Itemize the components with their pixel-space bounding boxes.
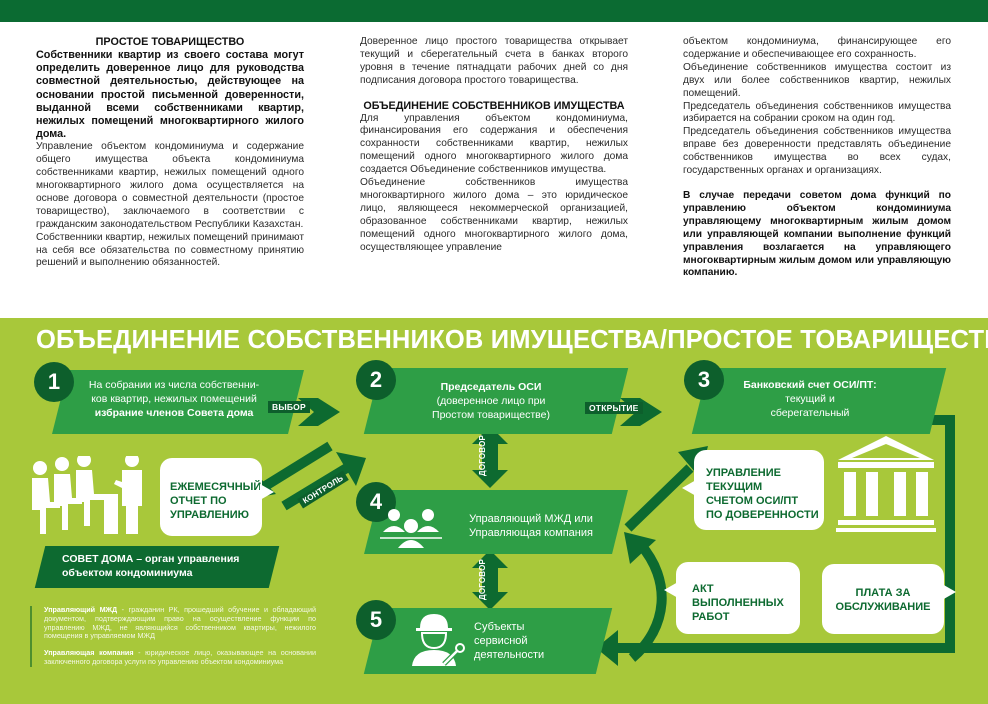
heading-owners-association: ОБЪЕДИНЕНИЕ СОБСТВЕННИКОВ ИМУЩЕСТВА bbox=[363, 99, 625, 112]
bubble-work-act: АКТ ВЫПОЛНЕННЫХ РАБОТ bbox=[664, 562, 800, 634]
paragraph: Председатель объединения собственников и… bbox=[683, 100, 951, 125]
paragraph: Доверенное лицо простого товарищества от… bbox=[360, 36, 628, 86]
column-owners-association: Доверенное лицо простого товарищества от… bbox=[360, 36, 628, 255]
step-1-text: На собрании из числа собственни- ков ква… bbox=[88, 379, 260, 419]
managers-group-icon bbox=[380, 509, 442, 548]
column-simple-partnership: ПРОСТОЕ ТОВАРИЩЕСТВО Собственники кварти… bbox=[36, 36, 304, 270]
paragraph: Председатель объединения собственников и… bbox=[683, 126, 951, 177]
service-worker-icon bbox=[412, 614, 465, 666]
bold-note: В случае передачи советом дома функций п… bbox=[683, 189, 951, 279]
diagram-panel: ОБЪЕДИНЕНИЕ СОБСТВЕННИКОВ ИМУЩЕСТВА/ПРОС… bbox=[0, 318, 988, 704]
step-4-number: 4 bbox=[356, 482, 396, 522]
step-5-text: Субъекты сервисной деятельности bbox=[474, 621, 545, 661]
council-meeting-icon bbox=[32, 456, 142, 534]
step-4-text: Управляющий МЖД или Управляющая компания bbox=[469, 513, 593, 539]
arrow-dogovor-2-icon bbox=[472, 550, 508, 610]
bubble-monthly-report: ЕЖЕМЕСЯЧНЫЙ ОТЧЕТ ПО УПРАВЛЕНИЮ bbox=[160, 458, 274, 536]
label-vybor: ВЫБОР bbox=[268, 401, 310, 413]
paragraph: Управление объектом кондоминиума и содер… bbox=[36, 141, 304, 230]
lead-paragraph: Собственники квартир из своего состава м… bbox=[36, 48, 304, 141]
step-3-number: 3 bbox=[684, 360, 724, 400]
step-3-text: Банковский счет ОСИ/ПТ: текущий и сберег… bbox=[743, 379, 877, 419]
step-1-number: 1 bbox=[34, 362, 74, 402]
paragraph: Объединение собственников имущества мног… bbox=[360, 177, 628, 253]
label-otkrytie: ОТКРЫТИЕ bbox=[585, 402, 643, 414]
bubble-service-payment: ПЛАТА ЗА ОБСЛУЖИВАНИЕ bbox=[822, 564, 956, 634]
definitions-block: Управляющий МЖД - гражданин РК, прошедши… bbox=[30, 605, 316, 667]
paragraph: Собственники квартир, нежилых помещений … bbox=[36, 231, 304, 269]
bank-building-icon bbox=[836, 436, 936, 532]
bubble-account-management: УПРАВЛЕНИЕ ТЕКУЩИМ СЧЕТОМ ОСИ/ПТ ПО ДОВЕ… bbox=[682, 450, 824, 530]
arrow-dogovor-1-icon bbox=[472, 426, 508, 488]
paragraph: Объединение собственников имущества сост… bbox=[683, 61, 951, 99]
label-dogovor-2: ДОГОВОР bbox=[478, 558, 488, 601]
header-bar bbox=[0, 0, 988, 22]
step-2-number: 2 bbox=[356, 360, 396, 400]
column-association-continued: объектом кондоминиума, финансирующее его… bbox=[683, 36, 951, 280]
definition-company: Управляющая компания - юридическое лицо,… bbox=[44, 648, 316, 666]
heading-simple-partnership: ПРОСТОЕ ТОВАРИЩЕСТВО bbox=[95, 36, 245, 48]
paragraph: Для управления объектом кондоминиума, фи… bbox=[360, 112, 628, 176]
step-5-number: 5 bbox=[356, 600, 396, 640]
council-text: СОВЕТ ДОМА – орган управления объектом к… bbox=[62, 553, 240, 579]
step-2-text: Председатель ОСИ (доверенное лицо при Пр… bbox=[432, 381, 550, 421]
paragraph: объектом кондоминиума, финансирующее его… bbox=[683, 36, 951, 60]
arrow-act-curve-icon bbox=[624, 532, 667, 662]
definition-manager: Управляющий МЖД - гражданин РК, прошедши… bbox=[44, 605, 316, 641]
label-dogovor-1: ДОГОВОР bbox=[478, 434, 488, 477]
diagram-title: ОБЪЕДИНЕНИЕ СОБСТВЕННИКОВ ИМУЩЕСТВА/ПРОС… bbox=[36, 326, 988, 354]
